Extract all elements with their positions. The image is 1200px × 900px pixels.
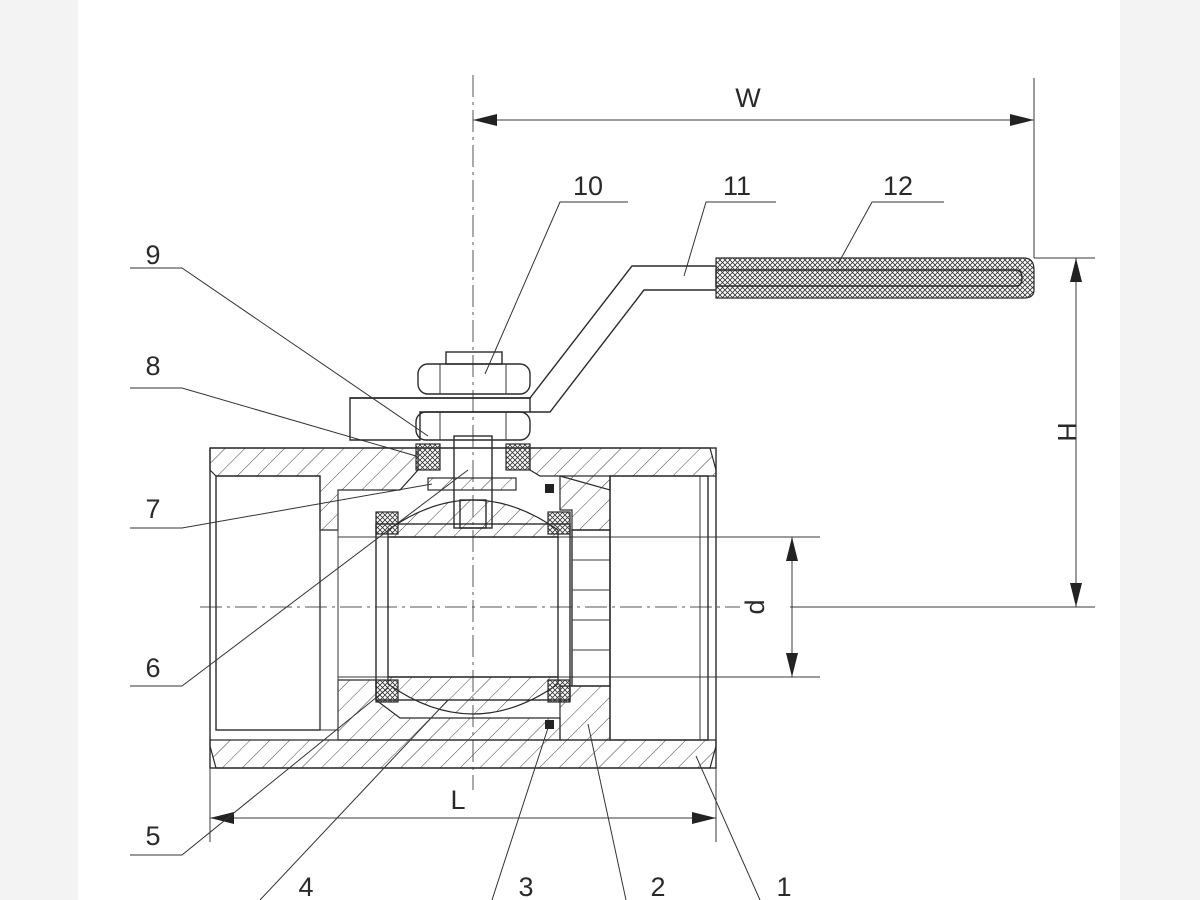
handle-grip — [715, 257, 1035, 299]
leader-lines — [130, 201, 944, 900]
valve-body — [209, 447, 820, 769]
part-label-2: 2 — [650, 872, 665, 900]
part-label-5: 5 — [145, 821, 160, 851]
dimension-w-label: W — [735, 83, 761, 113]
part-label-8: 8 — [145, 351, 160, 381]
part-label-12: 12 — [883, 171, 913, 201]
handle-lever — [349, 265, 716, 441]
part-label-7: 7 — [145, 494, 160, 524]
part-labels: 10 11 12 9 8 7 6 5 4 3 2 1 — [145, 171, 913, 900]
handle-nut — [417, 351, 531, 395]
packing-left — [415, 443, 441, 471]
dimension-l-label: L — [450, 785, 465, 815]
dimension-w: W — [473, 78, 1035, 258]
part-label-4: 4 — [298, 872, 313, 900]
part-label-9: 9 — [145, 240, 160, 270]
part-label-3: 3 — [518, 872, 533, 900]
part-label-6: 6 — [145, 653, 160, 683]
seat-upper-right — [547, 511, 571, 535]
part-label-10: 10 — [573, 171, 603, 201]
o-ring-upper — [545, 484, 554, 493]
dimension-h: H — [790, 257, 1095, 608]
dimension-d-label: d — [740, 599, 770, 614]
thrust-washer — [427, 477, 517, 491]
ball — [375, 499, 571, 715]
dimension-l: L — [209, 768, 717, 842]
o-ring-lower — [545, 720, 554, 729]
dimension-d: d — [740, 537, 798, 677]
part-label-1: 1 — [776, 872, 791, 900]
end-cap — [559, 475, 611, 741]
seat-lower-right — [547, 679, 571, 703]
part-label-11: 11 — [723, 171, 751, 201]
dimension-h-label: H — [1052, 422, 1082, 442]
packing-right — [505, 443, 531, 471]
seat-lower-left — [375, 679, 399, 703]
